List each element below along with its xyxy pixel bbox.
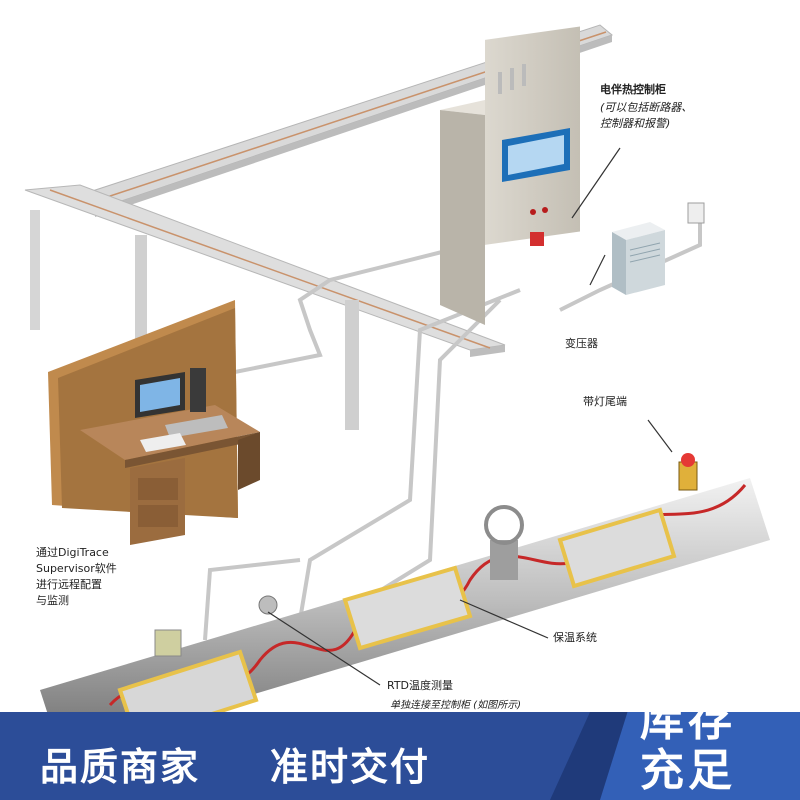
transformer-unit — [612, 222, 665, 295]
label-cabinet-note-1: (可以包括断路器、 — [600, 101, 693, 114]
control-cabinet — [440, 26, 580, 325]
label-insulation: 保温系统 — [553, 631, 597, 644]
main-pipe — [40, 453, 770, 752]
cable-tray — [24, 24, 614, 430]
banner-right-2: 充足 — [640, 745, 736, 796]
label-transformer: 变压器 — [565, 337, 598, 350]
computer-workstation — [48, 300, 260, 545]
label-cabinet-title: 电伴热控制柜 — [600, 83, 666, 96]
label-software-4: 与监测 — [36, 594, 69, 607]
banner-left-1: 品质商家 — [40, 745, 201, 789]
banner-right-1: 库存 — [640, 695, 736, 746]
label-rtd-note: 单独连接至控制柜 (如图所示) — [390, 700, 521, 711]
banner-background — [0, 712, 800, 800]
conduits — [203, 215, 702, 641]
callout-lines — [267, 147, 673, 686]
label-end-light: 带灯尾端 — [583, 395, 627, 408]
label-rtd: RTD温度测量 — [387, 679, 454, 692]
junction-box — [687, 202, 705, 224]
label-software-1: 通过DigiTrace — [36, 546, 109, 559]
promo-banner: 品质商家 准时交付 库存 充足 — [0, 695, 800, 800]
label-cabinet-note-2: 控制器和报警) — [600, 117, 671, 130]
label-software-2: Supervisor软件 — [36, 562, 117, 575]
label-software-3: 进行远程配置 — [36, 578, 102, 591]
banner-left-2: 准时交付 — [270, 745, 431, 789]
